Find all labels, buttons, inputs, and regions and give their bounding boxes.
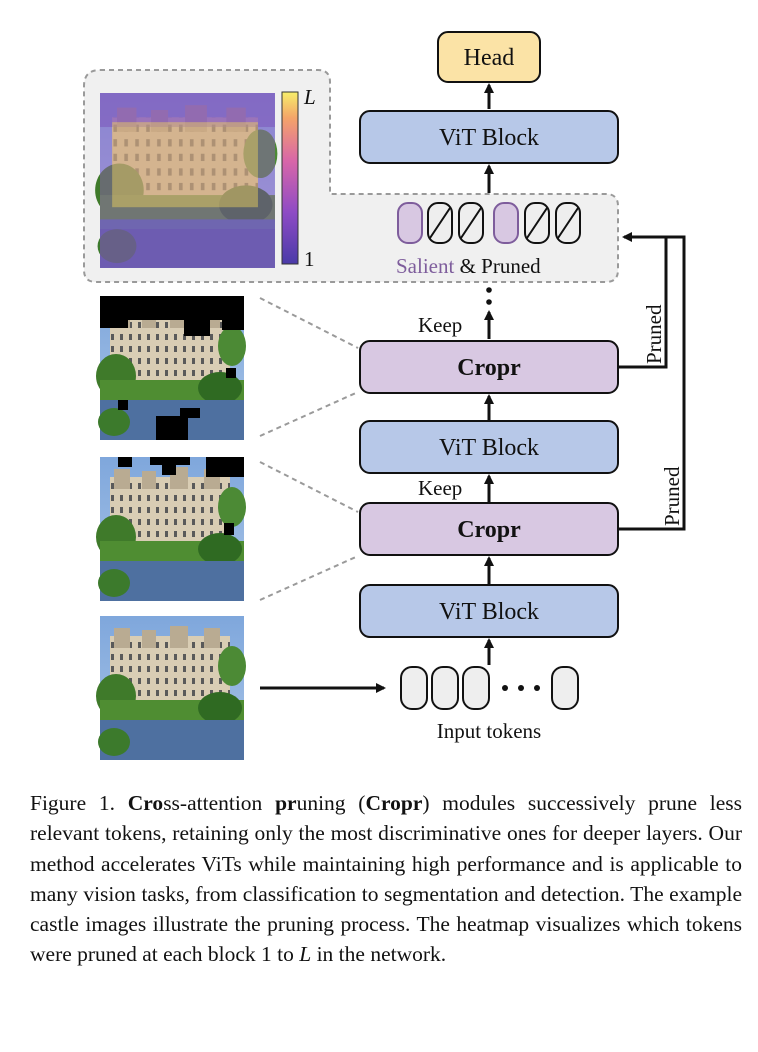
castle-image-cropr-1	[96, 457, 246, 601]
head-label: Head	[464, 45, 515, 71]
castle-image-input	[96, 616, 246, 760]
salient-token	[397, 202, 423, 244]
keep-label-2: Keep	[418, 313, 462, 337]
pruned-legend-label: & Pruned	[460, 254, 542, 278]
colorbar	[281, 91, 299, 265]
heatmap-image	[95, 93, 278, 268]
pruned-paths	[618, 232, 686, 531]
colorbar-bottom-label: 1	[304, 247, 315, 271]
pruned-token	[524, 202, 550, 244]
input-tokens-label: Input tokens	[437, 719, 541, 743]
pruned-label-2: Pruned	[642, 304, 666, 364]
vit-block-top-label: ViT Block	[439, 125, 539, 151]
salient-token	[493, 202, 519, 244]
pruned-token	[555, 202, 581, 244]
cropr-diagram: L 1 Head ViT Block	[83, 31, 686, 760]
token-legend	[397, 202, 581, 244]
vit-block-top	[359, 110, 619, 164]
head-box	[437, 31, 541, 83]
cropr-1-label: Cropr	[457, 517, 521, 543]
pruned-token	[427, 202, 453, 244]
colorbar-top-label: L	[303, 85, 316, 109]
input-tokens	[400, 666, 579, 710]
pruned-token	[458, 202, 484, 244]
pruned-label-1: Pruned	[660, 466, 684, 526]
figure-label: Figure 1.	[30, 791, 115, 815]
vit-block-middle-label: ViT Block	[439, 435, 539, 461]
keep-label-1: Keep	[418, 476, 462, 500]
ellipsis-dots	[486, 287, 492, 305]
connector-lines	[259, 297, 359, 601]
legend-label: Salient & Pruned	[396, 254, 541, 278]
input-ellipsis	[502, 685, 540, 691]
figure-caption: Figure 1. Cross-attention pruning (Cropr…	[30, 791, 743, 967]
salient-label: Salient	[396, 254, 454, 278]
cropr-2-label: Cropr	[457, 355, 521, 381]
vit-block-bottom-label: ViT Block	[439, 599, 539, 625]
castle-image-cropr-2	[96, 296, 246, 440]
